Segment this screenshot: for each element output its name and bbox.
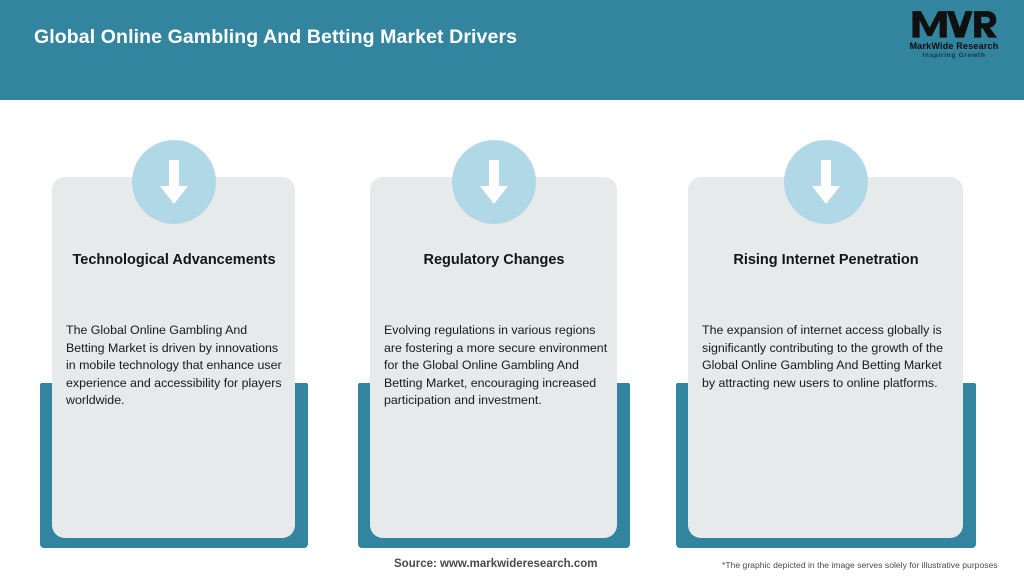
header-bar: Global Online Gambling And Betting Marke… [0,0,1024,100]
card-surface [370,177,617,538]
card-heading: Regulatory Changes [423,252,565,268]
down-arrow-glyph [160,160,188,204]
driver-card-1[interactable]: Technological Advancements The Global On… [40,100,308,576]
down-arrow-icon [452,140,536,224]
card-surface [688,177,963,538]
brand-logo: MarkWide Research Inspiring Growth [902,8,1006,66]
card-heading: Technological Advancements [72,252,276,268]
driver-card-3[interactable]: Rising Internet Penetration The expansio… [676,100,976,576]
page-title: Global Online Gambling And Betting Marke… [34,26,518,48]
disclaimer-note: *The graphic depicted in the image serve… [722,560,998,570]
down-arrow-glyph [812,160,840,204]
down-arrow-icon [132,140,216,224]
driver-card-2[interactable]: Regulatory Changes Evolving regulations … [358,100,630,576]
drivers-card-group: Technological Advancements The Global On… [0,100,1024,576]
card-body-text: Evolving regulations in various regions … [384,323,608,407]
card-heading: Rising Internet Penetration [733,252,919,268]
card-surface [52,177,295,538]
card-body-text: The expansion of internet access globall… [702,323,944,390]
down-arrow-glyph [480,160,508,204]
logo-company-name: MarkWide Research [909,41,999,51]
down-arrow-icon [784,140,868,224]
logo-tagline: Inspiring Growth [922,52,986,59]
mwr-logo-icon [912,11,997,38]
source-label: Source: www.markwideresearch.com [394,558,598,570]
card-body-text: The Global Online Gambling And Betting M… [66,323,282,407]
